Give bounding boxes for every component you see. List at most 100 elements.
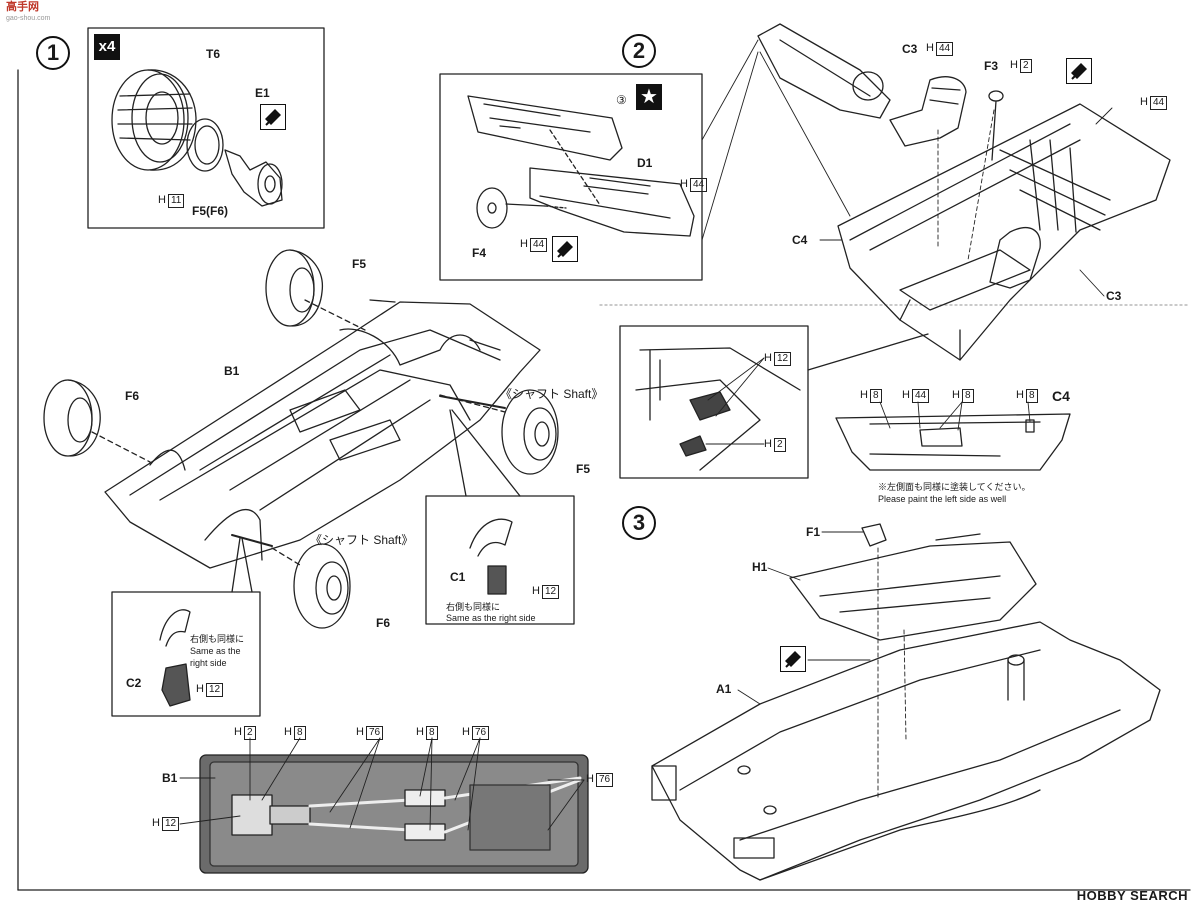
code-box: 2 [1019,59,1032,73]
shifter-f3-drawing [988,90,1004,161]
code-box: 12 [205,683,224,697]
star-icon: ★ [636,84,662,110]
dashboard-panel-drawing [467,95,623,161]
shaft-label-front: 《シャフト Shaft》 [500,387,604,401]
code-prefix: H [356,726,364,738]
code-prefix: H [234,726,242,738]
code-box: 2 [243,726,256,740]
rear-shaft [231,534,273,547]
code-box: 12 [773,352,792,366]
code-box: 76 [595,773,614,787]
code-box: 12 [161,817,180,831]
code-box: 8 [425,726,438,740]
code-box: 44 [1149,96,1168,110]
code-box: 76 [365,726,384,740]
note-right-side-en1-c2: Same as the [190,646,241,656]
code-prefix: H [1140,96,1148,108]
interior-tub-c4-drawing [837,103,1171,361]
part-label-c1: C1 [450,570,466,584]
paint-mark-icon-4 [780,646,806,672]
code-box: 44 [529,238,548,252]
part-label-a1: A1 [716,682,732,696]
part-label-f6-bottom: F6 [376,616,391,630]
chassis-underside-drawing [199,754,589,874]
part-label-h1: H1 [752,560,768,574]
body-a1-drawing [651,621,1161,881]
code-box: 76 [471,726,490,740]
code-box: 2 [773,438,786,452]
code-box: 8 [293,726,306,740]
note-right-side-en2-c2: right side [190,658,227,668]
part-label-c4-tub: C4 [792,233,808,247]
step-3-number: 3 [622,506,656,540]
chassis-wheel-f6-left [43,379,101,457]
code-prefix: H [902,389,910,401]
code-prefix: H [680,178,688,190]
code-prefix: H [158,194,166,206]
step1-wheel-panel [87,27,325,229]
shaft-label-rear: 《シャフト Shaft》 [310,533,414,547]
code-box: 8 [869,389,882,403]
step3-leader-lines [737,531,871,705]
code-prefix: H [520,238,528,250]
callout-c2-leader [231,537,241,593]
code-prefix: H [416,726,424,738]
part-label-c3-top: C3 [902,42,918,56]
paint-mark-icon-3 [1066,58,1092,84]
c4-leader-lines [879,401,1031,431]
code-box: 11 [167,194,185,208]
code-prefix: H [586,773,594,785]
code-prefix: H [764,438,772,450]
note-right-side-ja-c2: 右側も同様に [190,634,245,644]
code-prefix: H [462,726,470,738]
step2-leader-lines [701,39,1113,297]
bracket-c2-drawing [159,609,191,707]
clip-f1-drawing [861,523,887,547]
part-label-b1: B1 [224,364,240,378]
callout-c2-panel [111,591,261,717]
step-1-number: 1 [36,36,70,70]
part-label-c4-side: C4 [1052,388,1070,404]
chassis-wheel-f6-bottom [293,543,351,629]
detail-leader-h12 [705,357,765,445]
code-prefix: H [926,42,934,54]
code-box: 12 [541,585,560,599]
code-box: 44 [935,42,954,56]
rear-deck-h1-drawing [789,533,1037,641]
part-label-f6-left: F6 [125,389,140,403]
part-label-c3-bottom: C3 [1106,289,1122,303]
paint-mark-icon [260,104,286,130]
part-label-d1: D1 [637,156,653,170]
code-prefix: H [952,389,960,401]
code-box: 8 [1025,389,1038,403]
step-2-number: 2 [622,34,656,68]
tire-t6-drawing [111,69,197,171]
part-label-b1-underside: B1 [162,771,178,785]
part-label-3: ③ [616,93,627,107]
code-prefix: H [764,352,772,364]
part-label-f4: F4 [472,246,487,260]
interior-detail-panel [619,325,809,479]
steering-wheel-f4-drawing [476,187,567,229]
dashboard-d1-drawing [529,167,695,237]
side-panel-c4-drawing [835,413,1071,471]
watermark-url: gao-shou.com [6,15,51,22]
assembly-guide-lines [91,299,506,566]
callout-c1-leader-2 [451,409,521,497]
wheel-f5-drawing [224,149,283,207]
hobby-search-logo: HOBBY SEARCH [1076,888,1188,903]
